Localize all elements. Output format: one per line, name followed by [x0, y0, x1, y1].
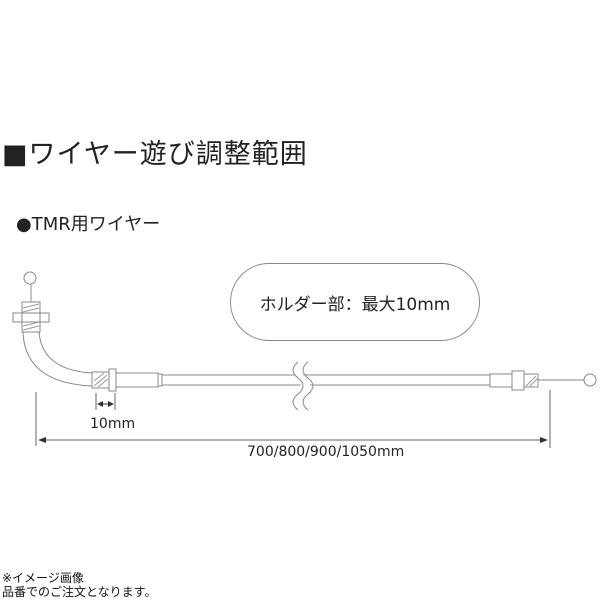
adjust-range-label: 10mm — [90, 416, 136, 432]
footer-note: ※イメージ画像 品番でのご注文となります。 — [2, 571, 156, 599]
holder-callout: ホルダー部：最大10mm — [230, 263, 480, 341]
left-ball-end-icon — [23, 271, 37, 285]
section-subtitle: ●TMR用ワイヤー — [16, 214, 161, 235]
total-length-label: 700/800/900/1050mm — [247, 444, 405, 460]
right-ball-end-icon — [583, 373, 597, 387]
order-note: 品番でのご注文となります。 — [2, 585, 157, 599]
dimension-arrows — [38, 401, 548, 443]
section-title: ■ワイヤー遊び調整範囲 — [2, 139, 308, 170]
callout-text: ホルダー部：最大10mm — [259, 294, 451, 315]
image-note: ※イメージ画像 — [2, 571, 84, 585]
